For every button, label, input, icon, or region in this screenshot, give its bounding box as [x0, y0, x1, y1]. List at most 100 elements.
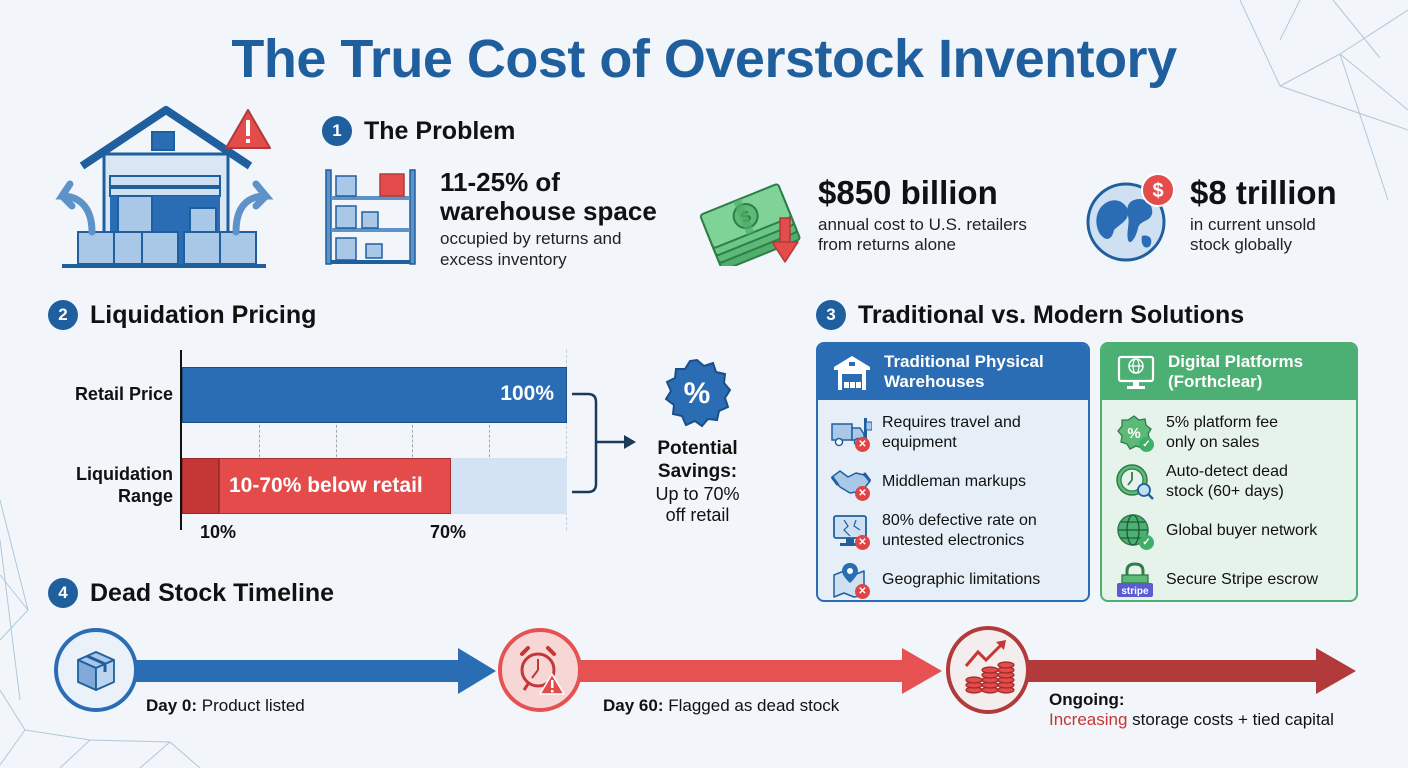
timeline-day-label: Day 60: [603, 696, 664, 715]
item-line1: Geographic limitations [882, 570, 1041, 588]
item-line1: Auto-detect dead [1166, 463, 1288, 481]
traditional-item: ✕ 80% defective rate on untested electro… [818, 506, 1088, 555]
card-title-line1: Traditional Physical [884, 352, 1044, 372]
tick-70-percent: 70% [430, 522, 467, 542]
timeline-label-ongoing: Ongoing: Increasing storage costs + tied… [1049, 690, 1334, 730]
savings-desc-line1: Up to 70% [655, 483, 740, 504]
item-text: 80% defective rate on untested electroni… [882, 511, 1037, 549]
timeline-label-day-0: Day 0: Product listed [146, 696, 305, 716]
monitor-globe-icon [1117, 355, 1155, 389]
page-title: The True Cost of Overstock Inventory [231, 29, 1177, 89]
stat-description-line2: stock globally [1190, 235, 1293, 255]
card-title: Traditional Physical Warehouses [884, 352, 1044, 391]
alarm-clock-alert-icon [498, 628, 582, 712]
timeline-day-label: Day 0: [146, 696, 198, 715]
traditional-item: ✕ Geographic limitations [818, 555, 1088, 600]
digital-item: stripe Secure Stripe escrow [1102, 555, 1356, 600]
percent-badge-icon: % [664, 358, 732, 428]
section-number-badge: 1 [322, 116, 352, 146]
item-line2: only on sales [1166, 433, 1260, 451]
section-problem-header: 1 The Problem [322, 116, 515, 146]
item-line2: equipment [882, 433, 957, 451]
gridline [566, 350, 567, 530]
gridline [259, 420, 260, 462]
stat-value-line2: warehouse space [440, 195, 657, 226]
stripe-lock-icon: stripe [1114, 561, 1156, 599]
broken-monitor-icon: ✕ [830, 512, 872, 550]
timeline-highlight-text: Increasing [1049, 710, 1128, 729]
timeline-step-day-60 [496, 626, 584, 714]
stat-description-line2: excess inventory [440, 249, 567, 269]
svg-text:stripe: stripe [1121, 586, 1149, 597]
item-line1: Requires travel and [882, 414, 1021, 432]
timeline-day-text: Flagged as dead stock [668, 696, 840, 715]
section-title: Dead Stock Timeline [90, 578, 335, 607]
stat-description-line1: occupied by returns and [440, 229, 622, 249]
timeline-label-day-60: Day 60: Flagged as dead stock [603, 696, 839, 716]
chart-y-axis [180, 350, 182, 530]
money-illustration: $ [696, 176, 808, 271]
section-comparison-header: 3 Traditional vs. Modern Solutions [816, 300, 1244, 330]
item-line1: Secure Stripe escrow [1166, 570, 1319, 588]
shelf-illustration [322, 166, 422, 266]
card-title-line1: Digital Platforms [1168, 352, 1304, 372]
retail-price-label: Retail Price [74, 384, 173, 404]
clock-search-icon [1114, 463, 1156, 501]
bracket-arrow-icon [572, 392, 636, 494]
timeline-arrows [130, 648, 1356, 694]
label-line1: Liquidation [76, 464, 173, 484]
stat-value: $850 billion [818, 174, 998, 211]
section-number-badge: 2 [48, 300, 78, 330]
stat-warehouse-space: 11-25% of warehouse space occupied by re… [440, 168, 690, 270]
shelf-icon [325, 169, 416, 265]
money-stack-icon: $ [699, 183, 801, 271]
item-line1: 80% defective rate on [882, 512, 1037, 530]
card-title: Digital Platforms (Forthclear) [1168, 352, 1303, 391]
x-badge-icon: ✕ [855, 485, 870, 501]
item-text: 5% platform fee only on sales [1166, 413, 1278, 451]
potential-savings: Potential Savings: Up to 70% off retail [640, 438, 755, 527]
section-title: Liquidation Pricing [90, 300, 317, 329]
warehouse-alert-icon [55, 106, 274, 268]
item-line1: 5% platform fee [1166, 414, 1279, 432]
check-badge-icon: ✓ [1139, 534, 1154, 550]
gridline [489, 420, 490, 462]
digital-item: ✓ Global buyer network [1102, 506, 1356, 555]
gridline [412, 420, 413, 462]
savings-title-line1: Potential [657, 438, 738, 459]
handshake-icon: ✕ [830, 463, 872, 501]
card-title-line2: Warehouses [884, 372, 985, 391]
stat-description-line1: annual cost to U.S. retailers [818, 215, 1027, 234]
liquidation-range-bar: 10-70% below retail [219, 458, 451, 514]
section-timeline-header: 4 Dead Stock Timeline [48, 578, 334, 608]
section-title: Traditional vs. Modern Solutions [858, 300, 1245, 329]
x-badge-icon: ✕ [855, 583, 870, 599]
svg-text:%: % [684, 377, 711, 410]
digital-platforms-card: Digital Platforms (Forthclear) % ✓ 5% pl… [1100, 342, 1358, 602]
section-title: The Problem [364, 116, 516, 145]
stat-description-line2: from returns alone [818, 235, 956, 255]
gridline [336, 420, 337, 462]
check-badge-icon: ✓ [1139, 436, 1154, 452]
x-badge-icon: ✕ [855, 534, 870, 550]
x-badge-icon: ✕ [855, 436, 870, 452]
section-number-badge: 3 [816, 300, 846, 330]
truck-forklift-icon: ✕ [830, 414, 873, 452]
card-title-line2: (Forthclear) [1168, 372, 1263, 391]
item-text: Requires travel and equipment [882, 413, 1021, 451]
retail-price-bar: 100% [182, 367, 567, 423]
label-line2: Range [117, 485, 173, 506]
rising-coins-icon [946, 626, 1030, 714]
box-icon [54, 628, 138, 712]
savings-title-line2: Savings: [657, 460, 738, 482]
svg-text:$: $ [1152, 180, 1163, 202]
stat-unsold-stock: $8 trillion in current unsold stock glob… [1190, 176, 1390, 256]
section-liquidation-header: 2 Liquidation Pricing [48, 300, 316, 330]
stat-annual-cost: $850 billion annual cost to U.S. retaile… [818, 176, 1078, 256]
timeline-day-text: Product listed [201, 696, 305, 715]
warehouse-alert-illustration [48, 96, 280, 272]
timeline-step-ongoing [944, 626, 1032, 714]
traditional-item: ✕ Middleman markups [818, 457, 1088, 506]
warehouse-icon [834, 356, 870, 390]
liquidation-range-label: Liquidation Range [40, 464, 173, 507]
